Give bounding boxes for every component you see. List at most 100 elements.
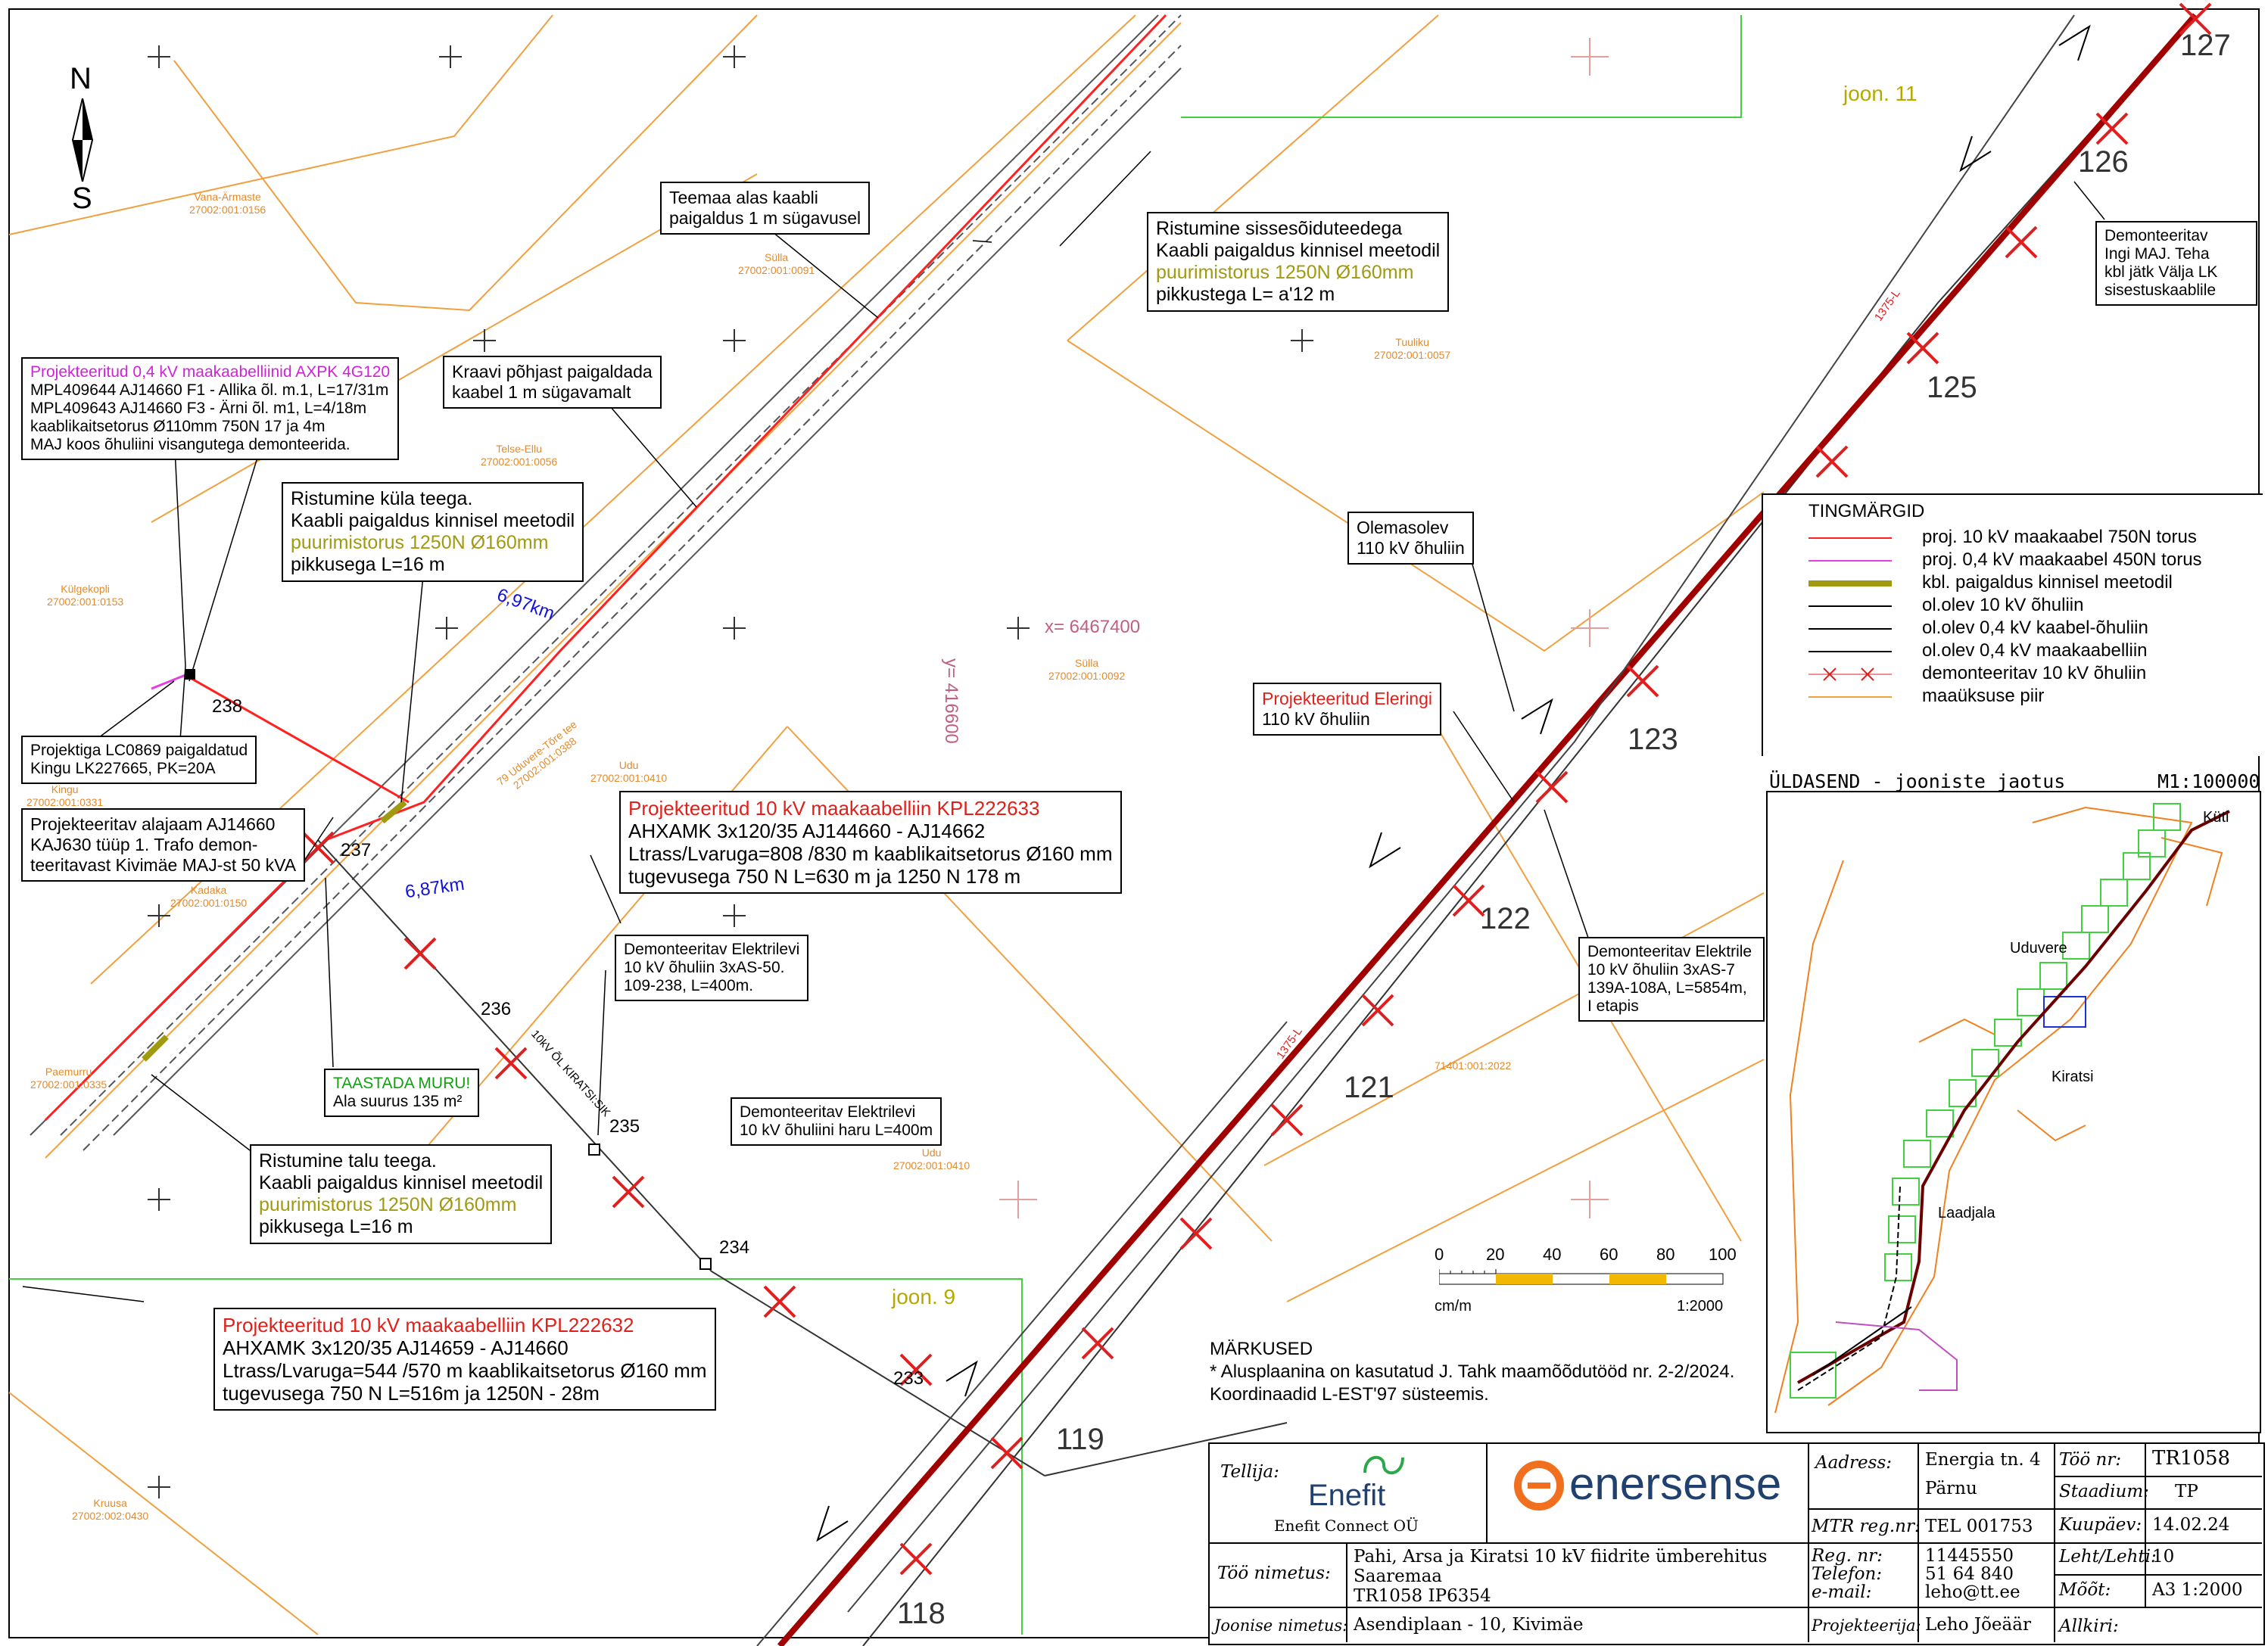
client-name: Enefit xyxy=(1308,1479,1386,1512)
grid-crosses xyxy=(148,45,1313,1498)
notes-line: Koordinaadid L-EST'97 süsteemis. xyxy=(1210,1384,1489,1405)
legend-item: proj. 10 kV maakaabel 750N torus xyxy=(1808,527,2263,549)
note-04kv-cables: Projekteeritud 0,4 kV maakaabelliinid AX… xyxy=(21,357,400,460)
scalebar: 0 20 40 60 80 100 cm/m 1:2000 xyxy=(1435,1245,1737,1315)
pole-236: 236 xyxy=(481,999,512,1019)
notes: MÄRKUSED * Alusplaanina on kasutatud J. … xyxy=(1210,1338,1734,1406)
legend-item: maaüksuse piir xyxy=(1808,686,2263,708)
proj-04kv-cable xyxy=(151,672,190,690)
company-name: enersense xyxy=(1569,1458,1782,1509)
sheet-frames xyxy=(9,15,1742,1635)
sheet-number: 10 xyxy=(2152,1547,2175,1567)
compass-south: S xyxy=(72,182,92,215)
stage: TP xyxy=(2175,1482,2198,1501)
overview-place-kiratsi: Kiratsi xyxy=(2051,1069,2094,1085)
pole-123: 123 xyxy=(1628,723,1678,756)
legend-item: ol.olev 0,4 kV maakaabelliin xyxy=(1808,640,2263,663)
pole-233: 233 xyxy=(893,1368,924,1389)
mtr-value: TEL 001753 xyxy=(1925,1517,2033,1536)
compass-north: N xyxy=(70,62,92,95)
notes-title: MÄRKUSED xyxy=(1210,1339,1313,1359)
sheet-label-joon9: joon. 9 xyxy=(892,1285,956,1308)
scale: A3 1:2000 xyxy=(2152,1580,2243,1600)
note-kpl222632: Projekteeritud 10 kV maakaabelliin KPL22… xyxy=(213,1308,716,1411)
demolish-crosses xyxy=(301,2,2212,1576)
enersense-logo-icon xyxy=(1514,1461,1564,1511)
pole-markers xyxy=(185,669,712,1270)
overview-drawing xyxy=(1774,803,2230,1414)
legend: TINGMÄRGID proj. 10 kV maakaabel 750N to… xyxy=(1762,493,2263,756)
north-arrow-icon xyxy=(71,98,94,182)
road xyxy=(30,14,1182,1151)
note-village-road-crossing: Ristumine küla teega.Kaabli paigaldus ki… xyxy=(282,482,584,582)
legend-item: ol.olev 0,4 kV kaabel-õhuliin xyxy=(1808,618,2263,640)
pole-126: 126 xyxy=(2078,145,2129,179)
overview-title: ÜLDASEND - jooniste jaotus xyxy=(1769,770,2066,792)
pole-119: 119 xyxy=(1056,1423,1104,1456)
date: 14.02.24 xyxy=(2152,1515,2230,1535)
client-label: Tellija: xyxy=(1220,1462,1279,1482)
pole-121: 121 xyxy=(1344,1071,1394,1104)
closed-method-segments xyxy=(142,799,407,1062)
overview-map: Küti Uduvere Kiratsi Laadjala xyxy=(1766,791,2261,1433)
overview-place-uduvere: Uduvere xyxy=(2010,940,2067,957)
designer-name: Leho Jõeäär xyxy=(1925,1615,2031,1635)
pole-125: 125 xyxy=(1927,371,1977,404)
legend-item: proj. 0,4 kV maakaabel 450N torus xyxy=(1808,549,2263,572)
address-line: Energia tn. 4 xyxy=(1925,1450,2041,1470)
overview-place-kuti: Küti xyxy=(2203,809,2229,826)
enefit-logo-icon xyxy=(1363,1455,1404,1475)
overview-place-laadjala: Laadjala xyxy=(1938,1205,1995,1221)
pole-235: 235 xyxy=(609,1116,640,1137)
overview-scale: M1:100000 xyxy=(2157,770,2260,792)
hv-arrows xyxy=(816,24,2091,1542)
coord-x-label: x= 6467400 xyxy=(1045,617,1141,637)
email-value: leho@tt.ee xyxy=(1925,1582,2020,1602)
proj-10kv-cable xyxy=(44,14,1167,1122)
pole-127: 127 xyxy=(2180,29,2231,62)
coord-y-label: y= 416600 xyxy=(941,658,961,744)
demolish-cross-icon xyxy=(1808,667,1892,681)
pole-237: 237 xyxy=(341,840,372,860)
work-name: Saaremaa xyxy=(1354,1567,1443,1586)
note-farm-road-crossing: Ristumine talu teega.Kaabli paigaldus ki… xyxy=(250,1144,553,1244)
note-kpl222633: Projekteeritud 10 kV maakaabelliin KPL22… xyxy=(619,791,1122,894)
pole-118: 118 xyxy=(897,1597,946,1630)
notes-line: * Alusplaanina on kasutatud J. Tahk maam… xyxy=(1210,1361,1735,1382)
reg-value: 11445550 xyxy=(1925,1546,2014,1566)
title-block: Tellija: Enefit Enefit Connect OÜ enerse… xyxy=(1208,1442,2265,1645)
legend-item: demonteeritav 10 kV õhuliin xyxy=(1808,663,2263,686)
work-name: Pahi, Arsa ja Kiratsi 10 kV fiidrite ümb… xyxy=(1354,1547,1768,1567)
work-name: TR1058 IP6354 xyxy=(1354,1586,1491,1606)
drawing-name: Asendiplaan - 10, Kivimäe xyxy=(1354,1615,1584,1635)
grid-crosses-pink xyxy=(999,38,1609,1218)
note-restore-lawn: TAASTADA MURU!Ala suurus 135 m² xyxy=(324,1069,480,1117)
parcel-label: 71401:001:2022 xyxy=(1435,1059,1512,1072)
work-number: TR1058 xyxy=(2152,1447,2231,1470)
legend-item: ol.olev 10 kV õhuliin xyxy=(1808,595,2263,618)
client-sub: Enefit Connect OÜ xyxy=(1274,1517,1419,1535)
sheet-label-joon11: joon. 11 xyxy=(1843,82,1918,105)
hv-110kv-lines xyxy=(756,13,2198,1646)
